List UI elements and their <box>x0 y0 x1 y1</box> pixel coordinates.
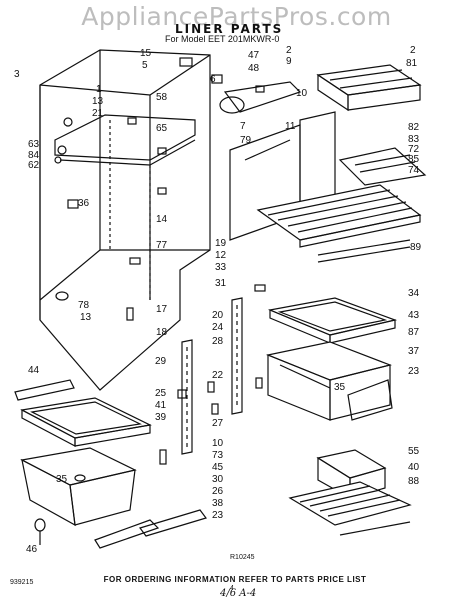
callout-label: 25 <box>155 388 167 399</box>
freezer-wire-shelf <box>256 184 422 263</box>
callout-label: 45 <box>212 462 224 473</box>
callout-label: 79 <box>240 135 252 146</box>
callout-label: 41 <box>155 400 167 411</box>
crisper-drawer <box>265 341 393 421</box>
callout-label: 88 <box>408 476 420 487</box>
callout-label: 73 <box>212 450 224 461</box>
callout-label: 28 <box>212 336 224 347</box>
callout-label: 82 <box>408 122 420 133</box>
callout-label: 6 <box>210 74 216 85</box>
callout-label: 2 <box>286 45 292 56</box>
bottom-wire-shelf <box>288 481 412 536</box>
callout-label: 37 <box>408 346 420 357</box>
callout-label: 5 <box>142 60 148 71</box>
callout-label: 47 <box>248 50 260 61</box>
crisper-pan-left <box>20 447 207 549</box>
callout-label: 58 <box>156 92 168 103</box>
liner-cabinet <box>39 49 211 391</box>
callout-label: 87 <box>408 327 420 338</box>
callout-label: 1 <box>96 84 102 95</box>
callout-label: 34 <box>408 288 420 299</box>
callout-label: 27 <box>212 418 224 429</box>
control-housing <box>179 57 302 114</box>
callout-label: 72 <box>408 144 420 155</box>
callout-label: 31 <box>215 278 227 289</box>
callout-label: 89 <box>410 242 422 253</box>
callout-label: 36 <box>78 198 90 209</box>
callout-label: 20 <box>212 310 224 321</box>
callout-label: 74 <box>408 165 420 176</box>
document-number: 939215 <box>10 579 34 586</box>
callout-label: 9 <box>286 56 292 67</box>
callout-label: 29 <box>155 356 167 367</box>
hardware-parts <box>34 284 266 545</box>
callout-label: 13 <box>92 96 104 107</box>
callout-label: 21 <box>92 108 104 119</box>
callout-label: 78 <box>78 300 90 311</box>
callout-label: 63 <box>28 139 40 150</box>
footer-note: FOR ORDERING INFORMATION REFER TO PARTS … <box>103 575 367 584</box>
watermark: AppliancePartsPros.com <box>81 2 392 31</box>
callout-label: 43 <box>408 310 420 321</box>
callout-label: 11 <box>285 121 296 132</box>
ice-tray <box>338 147 427 186</box>
callout-label: 13 <box>80 312 92 323</box>
callout-label: 84 <box>28 150 40 161</box>
figure-code: R10245 <box>230 554 255 561</box>
callout-label: 19 <box>215 238 227 249</box>
callout-label: 39 <box>155 412 167 423</box>
freezer-shelf <box>316 64 422 112</box>
callout-label: 48 <box>248 63 260 74</box>
callout-label: 7 <box>240 121 246 132</box>
page-number: 4 <box>230 585 234 592</box>
callout-label: 30 <box>212 474 224 485</box>
callout-label: 46 <box>26 544 38 555</box>
diagram-title: LINER PARTS <box>175 22 284 36</box>
callout-label: 40 <box>408 462 420 473</box>
callout-label: 10 <box>296 88 308 99</box>
callout-label: 22 <box>212 370 224 381</box>
callout-label: 3 <box>14 69 20 80</box>
glass-shelf-left <box>14 379 152 447</box>
callout-label: 23 <box>212 510 224 521</box>
callout-label: 18 <box>156 327 168 338</box>
callout-label: 2 <box>410 45 416 56</box>
callout-label: 33 <box>215 262 227 273</box>
callout-label: 85 <box>408 154 420 165</box>
callout-label: 24 <box>212 322 224 333</box>
callout-label: 15 <box>140 48 152 59</box>
callout-label: 55 <box>408 446 420 457</box>
callout-labels: 15 5 6 47 48 2 9 2 81 3 1 13 21 58 7 11 … <box>14 45 422 555</box>
callout-label: 62 <box>28 160 40 171</box>
callout-label: 83 <box>408 134 420 145</box>
callout-label: 44 <box>28 365 40 376</box>
callout-label: 38 <box>212 498 224 509</box>
callout-label: 65 <box>156 123 168 134</box>
callout-label: 77 <box>156 240 168 251</box>
callout-label: 14 <box>156 214 168 225</box>
diagram-subtitle: For Model EET 201MKWR-0 <box>165 34 280 44</box>
crisper-cover-shelf <box>267 297 398 344</box>
handwritten-note: 4/6 A-4 <box>220 588 257 599</box>
callout-label: 26 <box>212 486 224 497</box>
callout-label: 12 <box>215 250 227 261</box>
callout-label: 35 <box>334 382 346 393</box>
callout-label: 81 <box>406 58 418 69</box>
callout-label: 10 <box>212 438 224 449</box>
shelf-rails <box>181 297 243 455</box>
callout-label: 23 <box>408 366 420 377</box>
callout-label: 17 <box>156 304 168 315</box>
callout-label: 35 <box>56 474 68 485</box>
